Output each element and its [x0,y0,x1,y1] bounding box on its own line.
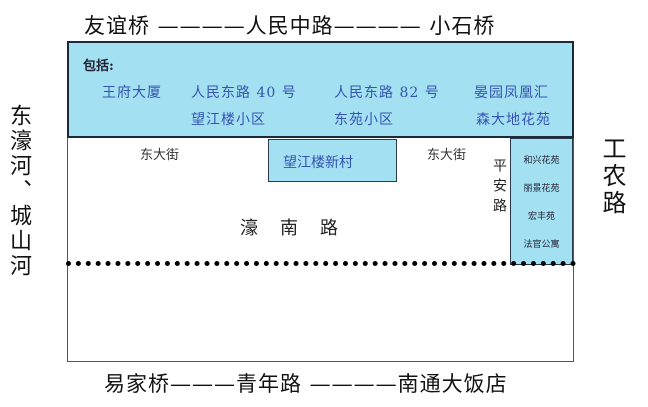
right-road-label: 工农路 [598,136,626,217]
estate-item: 宏丰苑 [527,212,555,222]
top-road-label: 友谊桥 ————人民中路———— 小石桥 [84,14,496,38]
boundary-dotted-line [66,261,576,266]
band-item: 王府大厦 [102,85,162,101]
band-item: 望江楼小区 [191,112,266,128]
haonan-road-label: 濠南路 [240,218,360,239]
left-road-label: 东濠河、城山河 [6,104,31,279]
estate-item: 法官公寓 [523,240,560,250]
band-item: 东苑小区 [334,112,394,128]
band-heading: 包括: [83,59,114,74]
estate-item: 丽景花苑 [523,184,560,194]
band-item: 晏园凤凰汇 [474,85,549,101]
bottom-road-label: 易家桥———青年路 ————南通大饭店 [104,372,508,396]
street-label-left: 东大街 [140,148,180,163]
included-area-band: 包括: 王府大厦 人民东路 40 号 人民东路 82 号 晏园凤凰汇 望江楼小区… [67,41,574,138]
pingan-road-label: 平安路 [491,158,507,218]
band-item: 人民东路 40 号 [191,85,297,101]
band-item: 森大地花苑 [476,112,551,128]
band-item: 人民东路 82 号 [334,85,440,101]
wangjianglou-label: 望江楼新村 [283,155,353,171]
street-label-right: 东大街 [427,148,467,163]
right-estates-box: 和兴花苑 丽景花苑 宏丰苑 法官公寓 [510,138,573,265]
wangjianglou-box: 望江楼新村 [268,139,397,182]
estate-item: 和兴花苑 [523,156,560,166]
